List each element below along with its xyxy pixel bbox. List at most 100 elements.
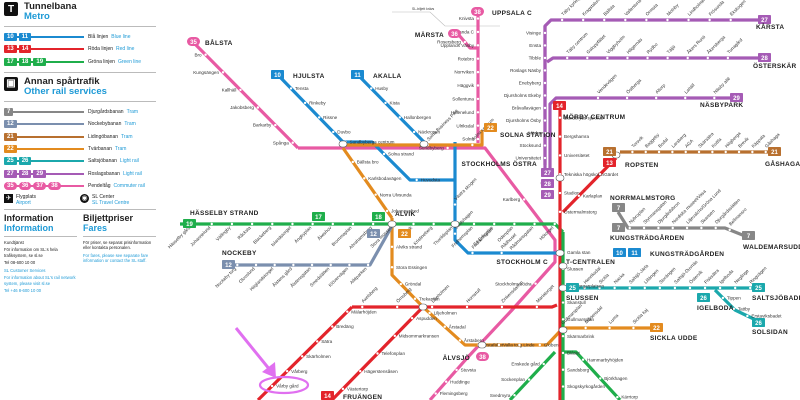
station[interactable]: Gullmarsplan xyxy=(561,317,595,322)
station-dot[interactable] xyxy=(654,96,658,100)
line-badge-27[interactable] xyxy=(541,168,554,177)
station-dot[interactable] xyxy=(351,160,354,164)
interchange-marker[interactable] xyxy=(555,174,565,182)
station-dot[interactable] xyxy=(711,150,714,154)
station[interactable]: Östberga xyxy=(625,77,643,100)
station[interactable]: Sockenplan xyxy=(501,377,531,382)
station[interactable]: Gamla stan xyxy=(561,250,591,255)
station-dot[interactable] xyxy=(732,307,736,311)
station[interactable]: Bodal xyxy=(657,137,669,154)
station[interactable]: Hammarbyhöjden xyxy=(581,357,624,362)
station-dot[interactable] xyxy=(586,56,589,60)
station-dot[interactable] xyxy=(606,56,609,60)
station-dot[interactable] xyxy=(371,222,375,226)
station-dot[interactable] xyxy=(713,96,716,100)
station-dot[interactable] xyxy=(385,209,389,213)
station[interactable]: Husby xyxy=(370,86,389,91)
station[interactable]: Täby centrum xyxy=(565,31,589,60)
station-dot[interactable] xyxy=(687,18,690,22)
station-dot[interactable] xyxy=(542,362,545,366)
station[interactable]: Trekanten xyxy=(413,296,440,301)
station[interactable]: Tekniska högskolan xyxy=(558,172,605,177)
station-dot[interactable] xyxy=(413,297,417,300)
station-dot[interactable] xyxy=(642,226,646,230)
station-dot[interactable] xyxy=(561,318,565,321)
station-dot[interactable] xyxy=(706,56,709,60)
station-dot[interactable] xyxy=(256,106,260,109)
station[interactable]: S:t Eriksplan xyxy=(472,222,496,247)
station-dot[interactable] xyxy=(708,18,711,22)
station-dot[interactable] xyxy=(543,131,547,135)
station[interactable]: Skärholmen xyxy=(300,354,331,359)
line-badge-7[interactable] xyxy=(742,231,755,240)
line-badge-12[interactable] xyxy=(222,260,235,269)
station[interactable]: Igelboda xyxy=(718,268,735,290)
highlight-ellipse[interactable] xyxy=(258,375,310,395)
line-badge-10[interactable] xyxy=(613,248,626,257)
station-dot[interactable] xyxy=(558,210,562,214)
station[interactable]: Frösunda xyxy=(708,0,726,22)
station[interactable]: Åkers Runö xyxy=(685,33,707,60)
interchange-marker[interactable] xyxy=(477,341,487,349)
line-badge-38[interactable] xyxy=(471,7,484,16)
station-dot[interactable] xyxy=(458,339,462,342)
station-dot[interactable] xyxy=(476,44,480,47)
station-dot[interactable] xyxy=(476,111,480,114)
station[interactable]: Danderyds sjukhus xyxy=(558,115,604,120)
station-dot[interactable] xyxy=(643,286,646,290)
station-dot[interactable] xyxy=(351,222,355,226)
station-dot[interactable] xyxy=(764,150,767,154)
station-dot[interactable] xyxy=(412,222,415,226)
station[interactable]: Tibble xyxy=(529,56,547,61)
interchange-marker[interactable] xyxy=(419,140,429,148)
station-dot[interactable] xyxy=(616,395,619,399)
station-dot[interactable] xyxy=(658,286,662,290)
station-dot[interactable] xyxy=(204,53,207,56)
interchange-marker[interactable] xyxy=(338,140,348,148)
station-dot[interactable] xyxy=(331,325,334,328)
line-badge-29[interactable] xyxy=(730,93,743,102)
station[interactable]: Käppala xyxy=(751,133,767,154)
interchange-marker[interactable] xyxy=(558,284,568,292)
station-dot[interactable] xyxy=(390,245,394,249)
station[interactable]: Björkhagen xyxy=(599,376,628,381)
station[interactable]: Vårberg xyxy=(285,368,308,374)
line-badge-22[interactable] xyxy=(484,123,497,132)
station[interactable]: Vällingby xyxy=(215,222,234,242)
station-dot[interactable] xyxy=(254,263,258,267)
station-dot[interactable] xyxy=(311,222,314,226)
line-badge-10[interactable] xyxy=(271,70,284,79)
station-dot[interactable] xyxy=(684,150,687,154)
station-dot[interactable] xyxy=(236,263,239,267)
station-dot[interactable] xyxy=(543,56,547,60)
station[interactable]: Vårby gård xyxy=(270,383,299,389)
station-dot[interactable] xyxy=(500,305,504,309)
station-dot[interactable] xyxy=(700,226,703,230)
station-dot[interactable] xyxy=(210,222,213,226)
station-dot[interactable] xyxy=(374,193,377,196)
station-dot[interactable] xyxy=(493,222,496,226)
station-dot[interactable] xyxy=(497,343,501,347)
station-dot[interactable] xyxy=(346,310,349,313)
station-dot[interactable] xyxy=(703,286,707,290)
station-dot[interactable] xyxy=(645,18,648,22)
station[interactable]: Åkersberga xyxy=(705,34,726,60)
terminal-stockholm_c[interactable]: STOCKHOLM C xyxy=(496,259,548,266)
station-dot[interactable] xyxy=(721,296,725,300)
station-dot[interactable] xyxy=(543,119,547,122)
station[interactable]: Täby kyrkby xyxy=(560,0,582,22)
station-dot[interactable] xyxy=(300,355,304,358)
station-dot[interactable] xyxy=(598,173,602,176)
station[interactable]: Islandstorget xyxy=(270,222,294,248)
station-dot[interactable] xyxy=(522,198,526,201)
station[interactable]: Visinge xyxy=(526,31,547,36)
line-badge-26[interactable] xyxy=(697,293,710,302)
